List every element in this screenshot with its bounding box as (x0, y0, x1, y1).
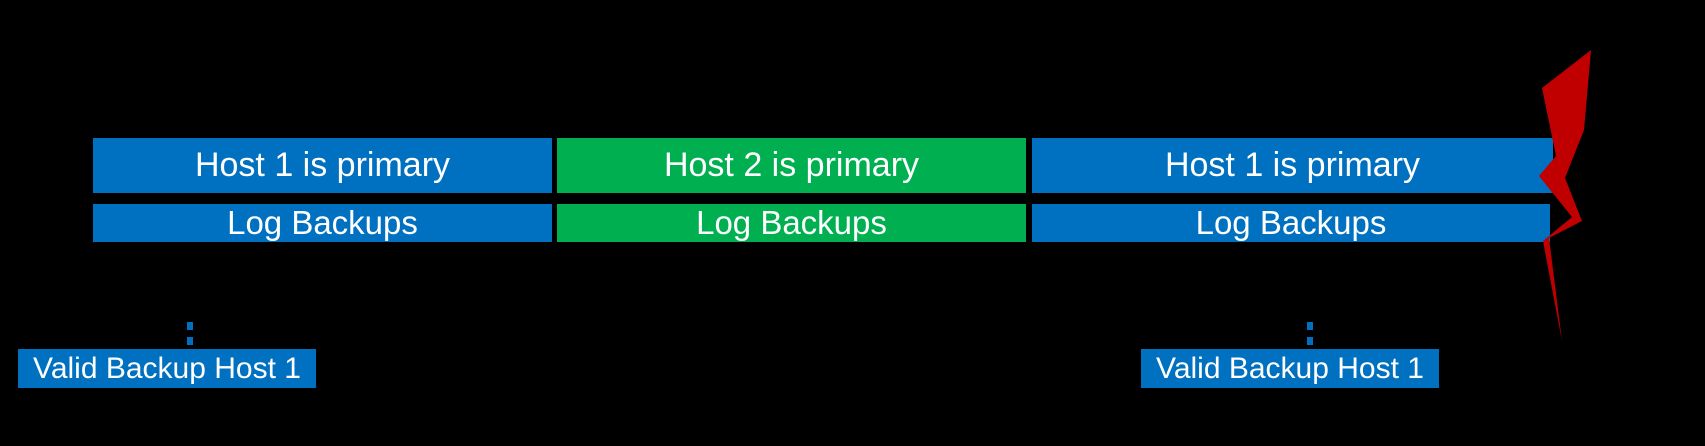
log-backup-bar-host1-first: Log Backups (93, 204, 552, 242)
valid-backup-label-left: Valid Backup Host 1 (18, 349, 316, 388)
valid-backup-label-text: Valid Backup Host 1 (1156, 351, 1424, 385)
primary-bar-host2: Host 2 is primary (557, 138, 1026, 193)
dotted-connector-left (187, 322, 193, 345)
primary-bar-host1-first: Host 1 is primary (93, 138, 552, 193)
primary-bar-host1-second: Host 1 is primary (1032, 138, 1553, 193)
primary-bar-label: Host 1 is primary (194, 146, 451, 184)
connector-dot (187, 322, 193, 330)
log-backup-bar-label: Log Backups (696, 204, 887, 241)
connector-dot (1307, 322, 1313, 330)
dotted-connector-right (1307, 322, 1313, 345)
valid-backup-label-right: Valid Backup Host 1 (1141, 349, 1439, 388)
log-backup-bar-label: Log Backups (1195, 204, 1387, 241)
primary-bar-label: Host 2 is primary (663, 146, 920, 184)
connector-dot (1307, 337, 1313, 345)
log-backup-bar-host1-second: Log Backups (1032, 204, 1550, 242)
log-backup-bar-host2: Log Backups (557, 204, 1026, 242)
primary-bar-label: Host 1 is primary (1164, 146, 1421, 184)
valid-backup-label-text: Valid Backup Host 1 (33, 351, 301, 385)
log-backup-bar-label: Log Backups (227, 204, 418, 241)
connector-dot (187, 337, 193, 345)
